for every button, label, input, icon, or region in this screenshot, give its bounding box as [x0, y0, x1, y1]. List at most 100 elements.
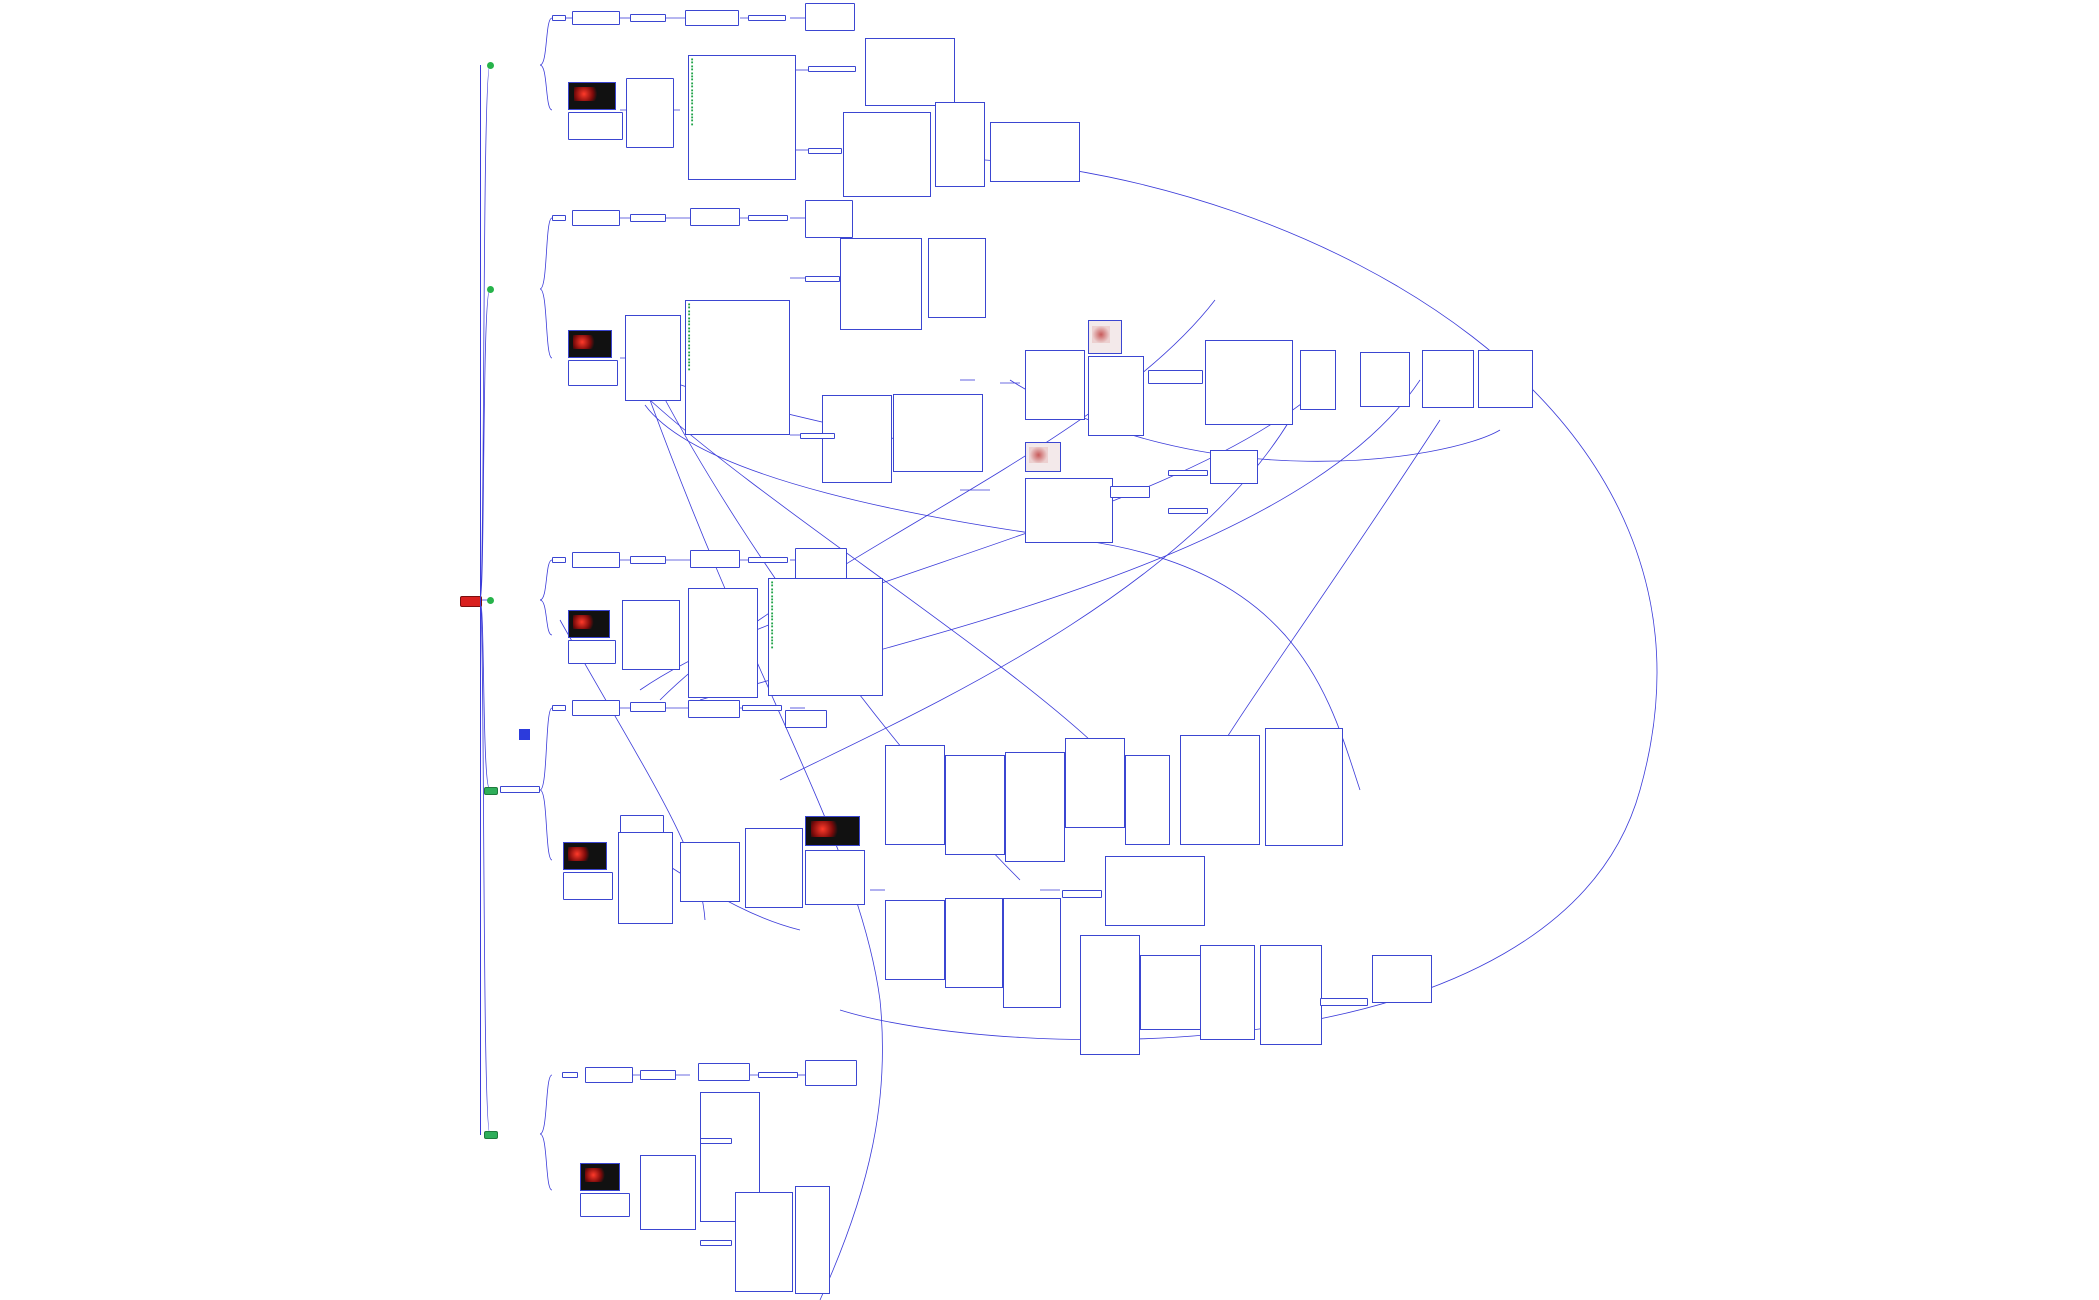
- branch-2-detail-b: [928, 238, 986, 318]
- branch-5-tag-a[interactable]: [562, 1072, 578, 1078]
- branch-2-note-e[interactable]: [1148, 370, 1203, 384]
- branch-2-tag-f[interactable]: [1168, 470, 1208, 476]
- branch-4-detail-m: [1140, 955, 1206, 1030]
- branch-2-tag-b[interactable]: [748, 215, 788, 221]
- branch-4-text-c: [805, 850, 865, 905]
- branch-4-note-c[interactable]: [688, 700, 740, 718]
- branch-5-note-b[interactable]: [640, 1070, 676, 1080]
- branch-1-tag-b[interactable]: [748, 15, 786, 21]
- branch-5-thumbnail[interactable]: [580, 1163, 620, 1191]
- branch-2-detail-h: [1300, 350, 1336, 410]
- branch-2-caption: [568, 360, 618, 386]
- branch-5-tag-c[interactable]: [700, 1138, 732, 1144]
- branch-2-detail-c: [822, 395, 892, 483]
- branch-3-node[interactable]: [487, 597, 494, 604]
- branch-2-detail-i: [1360, 352, 1410, 407]
- branch-2-tag-e[interactable]: [1110, 486, 1150, 498]
- branch-1-tag-a[interactable]: [552, 15, 566, 21]
- branch-4-detail-h: [885, 900, 945, 980]
- branch-3-thumbnail[interactable]: [568, 610, 610, 638]
- branch-4-tag-b[interactable]: [742, 705, 782, 711]
- branch-1-tag-c[interactable]: [808, 66, 856, 72]
- branch-1-detail-a: [865, 38, 955, 106]
- branch-1-tag-d[interactable]: [808, 148, 842, 154]
- branch-2-detail-g: [1205, 340, 1293, 425]
- branch-4-detail-c: [1005, 752, 1065, 862]
- branch-2-node[interactable]: [487, 286, 494, 293]
- branch-1-node[interactable]: [487, 62, 494, 69]
- branch-3-note-d[interactable]: [795, 548, 847, 580]
- branch-1-note-d[interactable]: [805, 3, 855, 31]
- link-root-branch-2: [479, 288, 491, 601]
- branch-3-caption: [568, 640, 616, 664]
- branch-4-label-box[interactable]: [500, 786, 540, 793]
- branch-4-detail-b: [945, 755, 1005, 855]
- branch-3-note-c[interactable]: [690, 550, 740, 568]
- branch-2-image-b[interactable]: [1025, 442, 1061, 472]
- branch-3-tag-b[interactable]: [748, 557, 788, 563]
- branch-4-thumbnail[interactable]: [563, 842, 607, 870]
- branch-5-tag-d[interactable]: [700, 1240, 732, 1246]
- branch-2-detail-l: [1025, 478, 1113, 543]
- branch-4-note-b[interactable]: [630, 702, 666, 712]
- branch-2-tag-c[interactable]: [805, 276, 840, 282]
- branch-5-note-c[interactable]: [698, 1063, 750, 1081]
- main-spine: [480, 65, 481, 1135]
- branch-3-list: [622, 600, 680, 670]
- branch-4-tag-a[interactable]: [552, 705, 566, 711]
- branch-3-text: [688, 588, 758, 698]
- branch-4-detail-a: [885, 745, 945, 845]
- branch-3-note-b[interactable]: [630, 556, 666, 564]
- branch-2-image-a[interactable]: [1088, 320, 1122, 354]
- branch-4-detail-k: [1105, 856, 1205, 926]
- branch-1-detail-b: [843, 112, 931, 197]
- branch-4-detail-p: [1372, 955, 1432, 1003]
- root-node[interactable]: [460, 596, 482, 607]
- branch-4-tag-e[interactable]: [1320, 998, 1368, 1006]
- branch-4-detail-f: [1180, 735, 1260, 845]
- link-root-branch-4: [479, 599, 491, 791]
- branch-5-note-d[interactable]: [805, 1060, 857, 1086]
- branch-4-detail-o: [1260, 945, 1322, 1045]
- branch-3-note-a[interactable]: [572, 552, 620, 568]
- branch-2-tag-a[interactable]: [552, 215, 566, 221]
- branch-1-caption: [568, 112, 623, 140]
- branch-2-checklist: [685, 300, 790, 435]
- branch-2-tag-d[interactable]: [800, 433, 835, 439]
- branch-4-note-d[interactable]: [785, 710, 827, 728]
- link-root-branch-5: [479, 599, 491, 1135]
- branch-4-detail-l: [1080, 935, 1140, 1055]
- branch-2-note-a[interactable]: [572, 210, 620, 226]
- branch-5-detail-c: [795, 1186, 830, 1294]
- branch-2-note-c[interactable]: [690, 208, 740, 226]
- branch-1-note-a[interactable]: [572, 11, 620, 25]
- branch-1-checklist: [688, 55, 796, 180]
- branch-1-note-c[interactable]: [685, 10, 739, 26]
- branch-4-node[interactable]: [484, 787, 498, 795]
- branch-2-note-d[interactable]: [805, 200, 853, 238]
- branch-5-tag-b[interactable]: [758, 1072, 798, 1078]
- branch-2-detail-e: [1025, 350, 1085, 420]
- branch-1-note-b[interactable]: [630, 14, 666, 22]
- branch-4-note-a[interactable]: [572, 700, 620, 716]
- branch-5-node[interactable]: [484, 1131, 498, 1139]
- branch-2-list: [625, 315, 681, 401]
- branch-4-detail-d: [1065, 738, 1125, 828]
- branch-5-detail-b: [735, 1192, 793, 1292]
- branch-4-tag-c[interactable]: [1062, 890, 1102, 898]
- branch-2-detail-m: [1210, 450, 1258, 484]
- branch-4-text-a: [680, 842, 740, 902]
- branch-4-image[interactable]: [805, 816, 860, 846]
- branch-3-tag-a[interactable]: [552, 557, 566, 563]
- branch-2-thumbnail[interactable]: [568, 330, 612, 358]
- branch-1-detail-c: [935, 102, 985, 187]
- link-root-branch-1: [479, 64, 491, 601]
- branch-4-detail-g: [1265, 728, 1343, 846]
- branch-2-note-b[interactable]: [630, 214, 666, 222]
- branch-4-detail-i: [945, 898, 1003, 988]
- branch-1-thumbnail[interactable]: [568, 82, 616, 110]
- branch-2-tag-g[interactable]: [1168, 508, 1208, 514]
- branch-5-note-a[interactable]: [585, 1067, 633, 1083]
- branch-4-caption: [563, 872, 613, 900]
